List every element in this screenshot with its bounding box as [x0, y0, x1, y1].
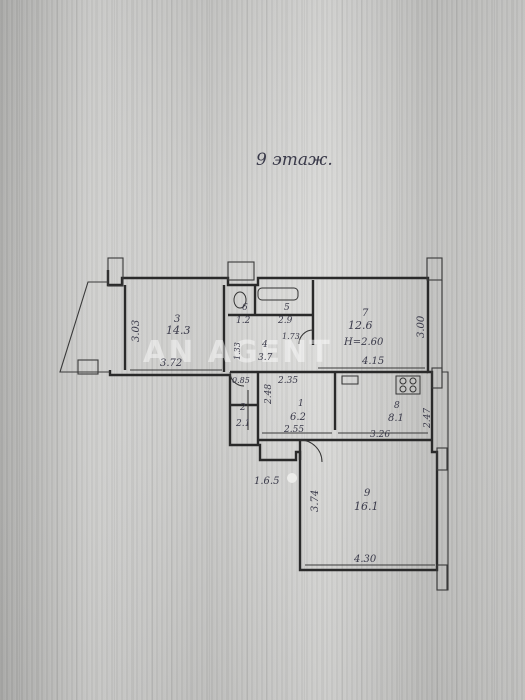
dim-room7-width: 4.15 [361, 356, 384, 367]
right-lower-pillar [436, 447, 448, 471]
ceiling-height: H=2.60 [343, 337, 384, 348]
room-8-number: 8 [394, 401, 400, 411]
dim-room8-height: 2.47 [423, 408, 433, 429]
dim-room9-height: 3.74 [310, 490, 321, 512]
dim-bath-width: 1.73 [282, 332, 300, 341]
left-balcony-outline [59, 281, 110, 373]
dim-corridor-a: 0.85 [232, 376, 250, 385]
floor-label: 9 этаж. [256, 150, 333, 170]
dim-balcony: 1.6.5 [254, 476, 279, 487]
watermark: AN AGENT [143, 335, 332, 370]
room-2-number: 2 [239, 403, 246, 413]
door-swing [299, 439, 323, 463]
dim-corridor-b: 1.33 [233, 342, 242, 360]
door-swing [298, 329, 314, 345]
left-pillar [107, 257, 124, 287]
toilet [233, 291, 247, 309]
dim-room7-height: 3.00 [416, 315, 427, 338]
right-pillar [426, 257, 443, 281]
right-outer-slab [437, 280, 449, 591]
dim-room9-width: 4.30 [353, 554, 377, 565]
room-6-area: 1.2 [236, 316, 251, 326]
dim-room1-width: 2.55 [283, 425, 304, 435]
bathtub [257, 287, 299, 301]
left-lower-pillar [77, 359, 99, 375]
dim-corridor-width: 2.35 [277, 376, 298, 386]
room-2-area: 2.1 [235, 419, 250, 429]
dim-room8-width: 3.26 [370, 430, 390, 440]
room-4-area: 3.7 [258, 353, 273, 363]
door-swing [229, 371, 245, 387]
room-7-area: 12.6 [348, 319, 373, 332]
kitchen-sink [341, 375, 359, 385]
paper-spot [287, 473, 297, 483]
vent-shaft [227, 261, 255, 281]
room-1-area: 6.2 [290, 412, 306, 423]
room-7-number: 7 [362, 308, 369, 319]
room-5-area: 2.9 [277, 316, 293, 326]
dim-room3-height: 3.03 [131, 320, 142, 342]
room-1-number: 1 [298, 399, 304, 409]
room-9-area: 16.1 [354, 500, 379, 513]
room-8-area: 8.1 [388, 413, 404, 424]
room-9-number: 9 [364, 488, 371, 499]
right-bottom-pillar [436, 564, 448, 591]
outer-wall [106, 270, 439, 572]
right-mid-pillar [431, 367, 443, 389]
stove [395, 375, 421, 395]
room-5-number: 5 [284, 303, 290, 313]
room-4-number: 4 [261, 340, 268, 350]
dim-room3-width: 3.72 [160, 358, 182, 369]
room-3-number: 3 [174, 314, 180, 325]
room-6-number: 6 [242, 303, 248, 313]
dim-room2-height: 2.48 [264, 384, 274, 405]
room-3-area: 14.3 [166, 324, 191, 337]
